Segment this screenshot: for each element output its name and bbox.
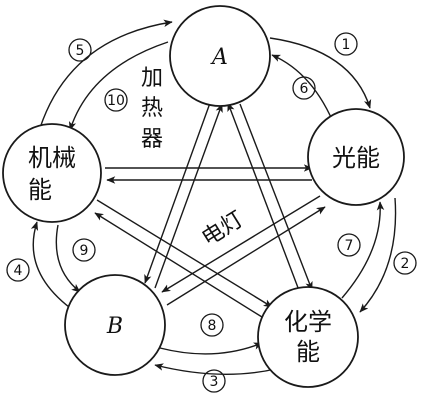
arrow-b-to-a [154, 103, 223, 289]
arrow-10-a-to-mech [68, 41, 169, 131]
node-chem-label-line1: 化学 [284, 308, 332, 336]
arrow-1-a-to-light [269, 37, 372, 109]
svg-text:1: 1 [342, 37, 351, 53]
arrow-9-mech-to-b [55, 224, 81, 293]
node-chem-label-line2: 能 [296, 338, 320, 366]
marker-9: 9 [72, 238, 96, 262]
node-b: B [64, 274, 166, 376]
svg-text:2: 2 [401, 256, 410, 272]
node-light-energy: 光能 [307, 108, 405, 206]
svg-text:9: 9 [80, 243, 89, 259]
marker-3: 3 [202, 369, 226, 393]
heater-char-2: 热 [141, 96, 163, 121]
svg-text:5: 5 [76, 43, 85, 59]
arrow-a-to-chem [239, 103, 313, 291]
arrow-chem-to-mech [94, 212, 263, 318]
node-b-label: B [106, 314, 123, 339]
arrow-7-chem-to-light [341, 201, 385, 299]
arrow-chem-to-a [227, 102, 301, 294]
node-a-label: A [210, 45, 228, 70]
marker-5: 5 [68, 38, 92, 62]
svg-text:8: 8 [208, 318, 217, 334]
marker-10: 10 [104, 88, 128, 112]
heater-char-1: 加 [141, 66, 163, 91]
arrow-mech-to-chem [96, 199, 273, 308]
marker-2: 2 [393, 251, 417, 275]
marker-6: 6 [292, 76, 316, 100]
heater-annotation: 加 热 器 [141, 66, 163, 152]
arrow-5-mech-to-a [39, 19, 173, 129]
marker-8: 8 [200, 313, 224, 337]
node-mech-label-line1: 机械 [28, 144, 76, 172]
svg-text:6: 6 [300, 81, 309, 97]
arrow-2-light-to-chem [359, 197, 397, 313]
node-light-label: 光能 [332, 144, 380, 172]
heater-char-3: 器 [141, 127, 163, 152]
svg-text:10: 10 [107, 93, 125, 109]
svg-text:4: 4 [14, 263, 23, 279]
arrow-a-to-b [144, 102, 211, 284]
marker-7: 7 [337, 233, 361, 257]
arrow-b-to-light [166, 206, 326, 306]
node-chemical-energy: 化学 能 [257, 286, 359, 388]
arrow-8-b-to-chem [159, 342, 263, 355]
svg-text:7: 7 [345, 238, 354, 254]
node-mech-label-line2: 能 [28, 176, 52, 204]
marker-1: 1 [334, 32, 358, 56]
arrow-light-to-b [161, 195, 321, 293]
marker-4: 4 [6, 258, 30, 282]
node-mechanical-energy: 机械 能 [2, 123, 102, 223]
node-a: A [169, 5, 271, 107]
svg-text:3: 3 [210, 374, 219, 390]
